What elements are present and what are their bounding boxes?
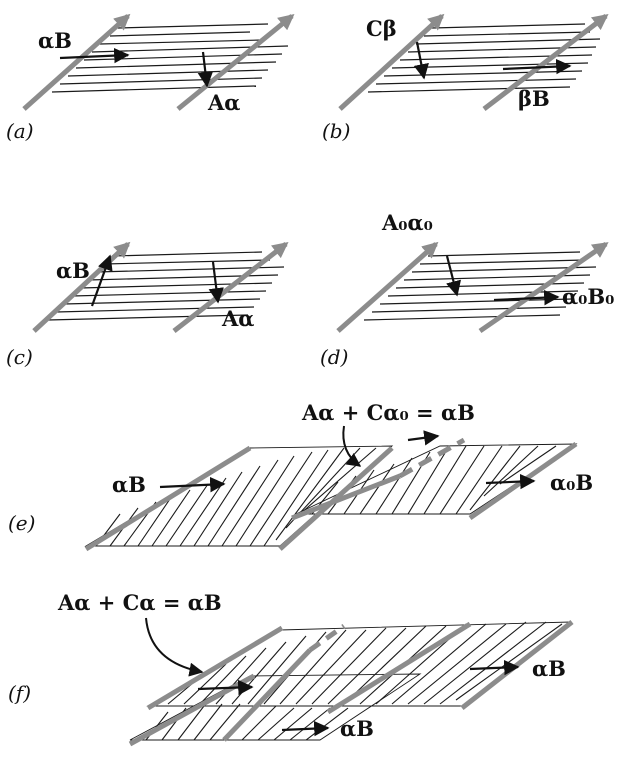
rail-right <box>172 242 289 333</box>
arrow-alpha0-B0 <box>493 289 560 306</box>
equation-label: Aα + Cα = αB <box>57 590 222 615</box>
label-betaB: βB <box>518 86 550 111</box>
hatching-right <box>311 445 557 515</box>
arrow-alphaB-lower <box>281 720 330 737</box>
arrow-A-alpha <box>197 51 214 88</box>
rail-left <box>22 13 131 111</box>
label-C-beta: Cβ <box>366 16 397 41</box>
arrow-C-beta <box>413 41 429 80</box>
rail-middle-dashed <box>308 623 346 653</box>
label-alphaB: αB <box>56 258 90 283</box>
rail-right <box>482 14 609 111</box>
panel-label-a: (a) <box>6 119 34 143</box>
panel-label-d: (d) <box>320 345 348 369</box>
rail-inner <box>291 473 401 521</box>
label-alphaB-right: αB <box>532 656 566 681</box>
arrow-alpha0-B <box>485 473 536 490</box>
hatching-upper <box>167 621 563 705</box>
hatching-lower <box>145 703 349 741</box>
panel-f: Aα + Cα = αB αB αB (f) <box>8 590 574 747</box>
rail-right <box>478 241 609 334</box>
label-A-alpha: Aα <box>207 90 240 115</box>
panel-e: Aα + Cα₀ = αB αB α₀B (e) <box>8 400 593 552</box>
arrow-alphaB-middle <box>197 679 254 696</box>
arrow-alphaB <box>90 254 113 307</box>
panel-label-c: (c) <box>6 345 33 369</box>
panel-a: αB Aα (a) <box>6 13 295 143</box>
rail-middle <box>222 648 312 742</box>
rail-left <box>336 241 439 333</box>
rail-center <box>326 621 472 715</box>
panel-c: αB Aα (c) <box>6 241 289 369</box>
arrow-equation-pointer <box>145 617 204 677</box>
panel-label-e: (e) <box>8 511 35 535</box>
panel-label-f: (f) <box>8 681 31 705</box>
label-alphaB: αB <box>38 28 72 53</box>
strand-region-right <box>295 443 578 515</box>
strand-lines <box>367 23 601 93</box>
rail-left <box>84 445 252 552</box>
arrow-A-alpha <box>208 261 224 304</box>
arrow-alphaB-right <box>469 659 520 676</box>
panel-b: Cβ βB (b) <box>322 13 609 143</box>
rail-right <box>176 13 295 111</box>
arrow-equation-pointer <box>342 425 362 467</box>
panel-label-b: (b) <box>322 119 350 143</box>
label-A0-alpha0: A₀α₀ <box>381 210 433 235</box>
label-alpha0-B0: α₀B₀ <box>562 284 614 309</box>
equation-label: Aα + Cα₀ = αB <box>301 400 475 425</box>
arrow-alphaB <box>59 47 130 64</box>
strand-lines <box>47 251 285 321</box>
panel-d: A₀α₀ α₀B₀ (d) <box>320 210 614 369</box>
arrow-top <box>407 430 440 446</box>
strand-lines <box>51 23 289 93</box>
label-A-alpha: Aα <box>221 306 254 331</box>
arrow-alphaB <box>159 476 226 493</box>
rail-left <box>338 13 445 111</box>
label-alphaB-lower: αB <box>340 716 374 741</box>
rail-left-upper <box>146 625 284 711</box>
label-alpha0-B: α₀B <box>550 470 593 495</box>
arrow-betaB <box>502 58 572 75</box>
label-alphaB: αB <box>112 472 146 497</box>
arrow-A0-alpha0 <box>445 255 462 297</box>
rail-dashed <box>398 437 466 479</box>
